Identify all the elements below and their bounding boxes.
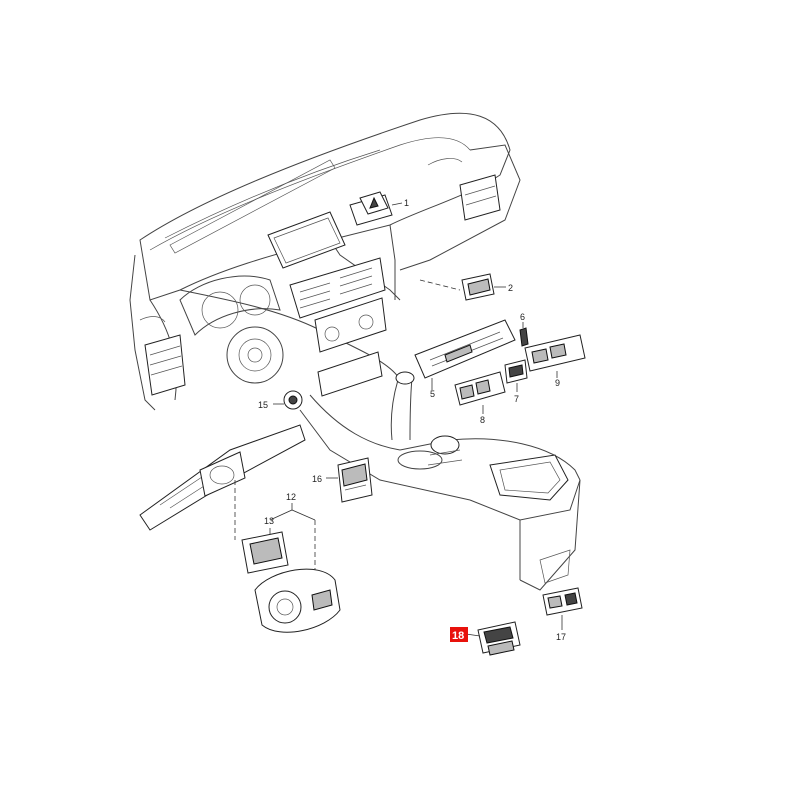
part-12-13-light-switch-assembly (234, 480, 341, 633)
label-part-1: 1 (404, 198, 409, 208)
part-18-switch (465, 621, 521, 656)
part-7-switch (504, 359, 528, 392)
part-17-switch (542, 587, 583, 630)
part-2-switch (419, 273, 506, 301)
part-8-switch-bank (454, 371, 506, 414)
label-part-18: 18 (452, 630, 464, 642)
part-15-ignition-switch (273, 390, 303, 410)
dashboard-outline (129, 112, 521, 411)
label-part-17: 17 (556, 632, 566, 642)
label-part-6: 6 (520, 312, 525, 322)
label-part-12: 12 (286, 492, 296, 502)
part-9-switch-bank (524, 334, 586, 378)
label-part-8: 8 (480, 415, 485, 425)
highlight-badge-part-18 (450, 627, 468, 642)
label-part-5: 5 (430, 389, 435, 399)
label-part-16: 16 (312, 474, 322, 484)
label-part-13: 13 (264, 516, 274, 526)
label-part-2: 2 (508, 283, 513, 293)
label-part-7: 7 (514, 394, 519, 404)
label-part-15: 15 (258, 400, 268, 410)
part-1-hazard-switch (349, 191, 403, 226)
part-5-switch-strip (414, 319, 516, 390)
part-16-module (326, 457, 373, 503)
label-part-9: 9 (555, 378, 560, 388)
part-6-screw (519, 322, 529, 347)
center-console (139, 371, 581, 591)
